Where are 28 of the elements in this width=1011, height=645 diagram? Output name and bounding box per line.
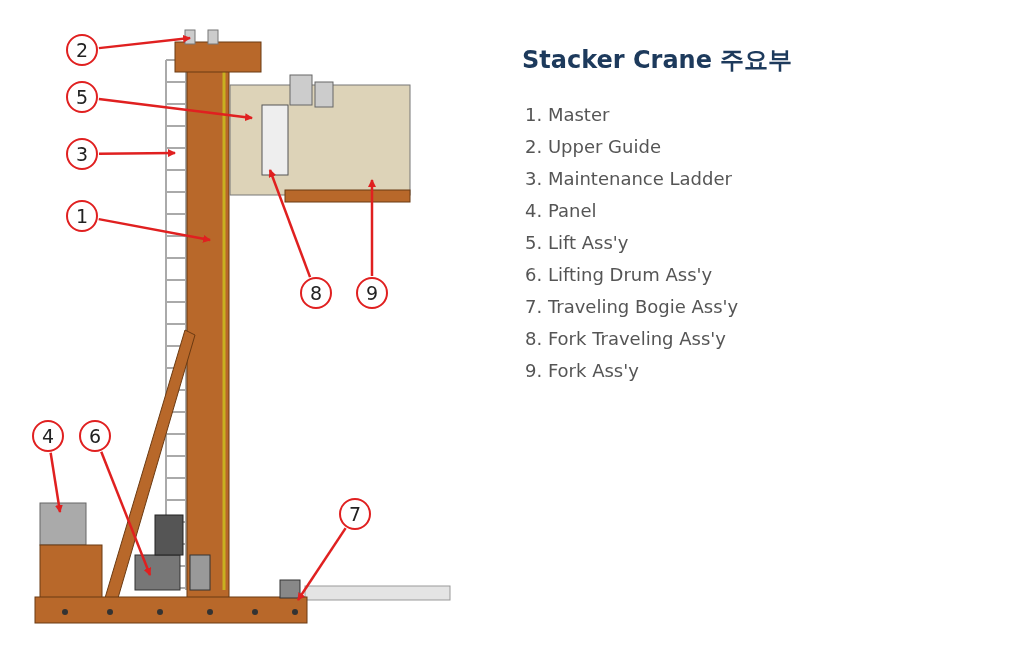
leader-line — [49, 452, 63, 513]
callout-number: 4 — [32, 420, 64, 452]
callout-number: 2 — [66, 34, 98, 66]
part-list-item: 2. Upper Guide — [525, 136, 661, 157]
callout-number: 8 — [300, 277, 332, 309]
callout-number: 7 — [339, 498, 371, 530]
leader-line — [98, 97, 253, 122]
part-list-item: 6. Lifting Drum Ass'y — [525, 264, 713, 285]
part-list-item: 1. Master — [525, 104, 610, 125]
part-list-item: 3. Maintenance Ladder — [525, 168, 732, 189]
callout-number: 5 — [66, 81, 98, 113]
leader-line — [268, 169, 312, 278]
part-list-item: 5. Lift Ass'y — [525, 232, 629, 253]
callout-number: 3 — [66, 138, 98, 170]
leader-line — [98, 217, 211, 243]
leader-line — [100, 451, 152, 576]
callout-number: 1 — [66, 200, 98, 232]
callout-number: 6 — [79, 420, 111, 452]
leader-line — [368, 179, 376, 276]
leader-line — [98, 34, 191, 50]
callout-number: 9 — [356, 277, 388, 309]
heading: Stacker Crane 주요부 — [522, 45, 793, 76]
leader-line — [296, 527, 347, 601]
part-list-item: 7. Traveling Bogie Ass'y — [525, 296, 739, 317]
part-list-item: 8. Fork Traveling Ass'y — [525, 328, 726, 349]
part-list-item: 9. Fork Ass'y — [525, 360, 639, 381]
leader-line — [99, 149, 176, 158]
part-list-item: 4. Panel — [525, 200, 597, 221]
